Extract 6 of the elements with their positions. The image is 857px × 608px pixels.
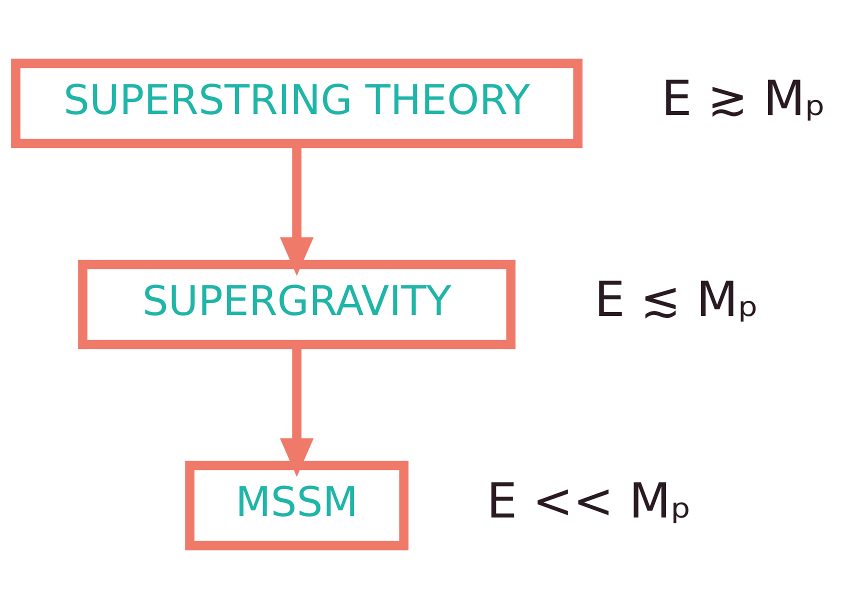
- node-label: E << Mₚ: [486, 472, 692, 529]
- node-label: E ≳ Mₚ: [661, 70, 826, 127]
- node-box: SUPERGRAVITY: [78, 259, 516, 349]
- node-box: MSSM: [185, 460, 408, 550]
- node-box: SUPERSTRING THEORY: [11, 58, 583, 148]
- node-label: E ≲ Mₚ: [594, 272, 759, 328]
